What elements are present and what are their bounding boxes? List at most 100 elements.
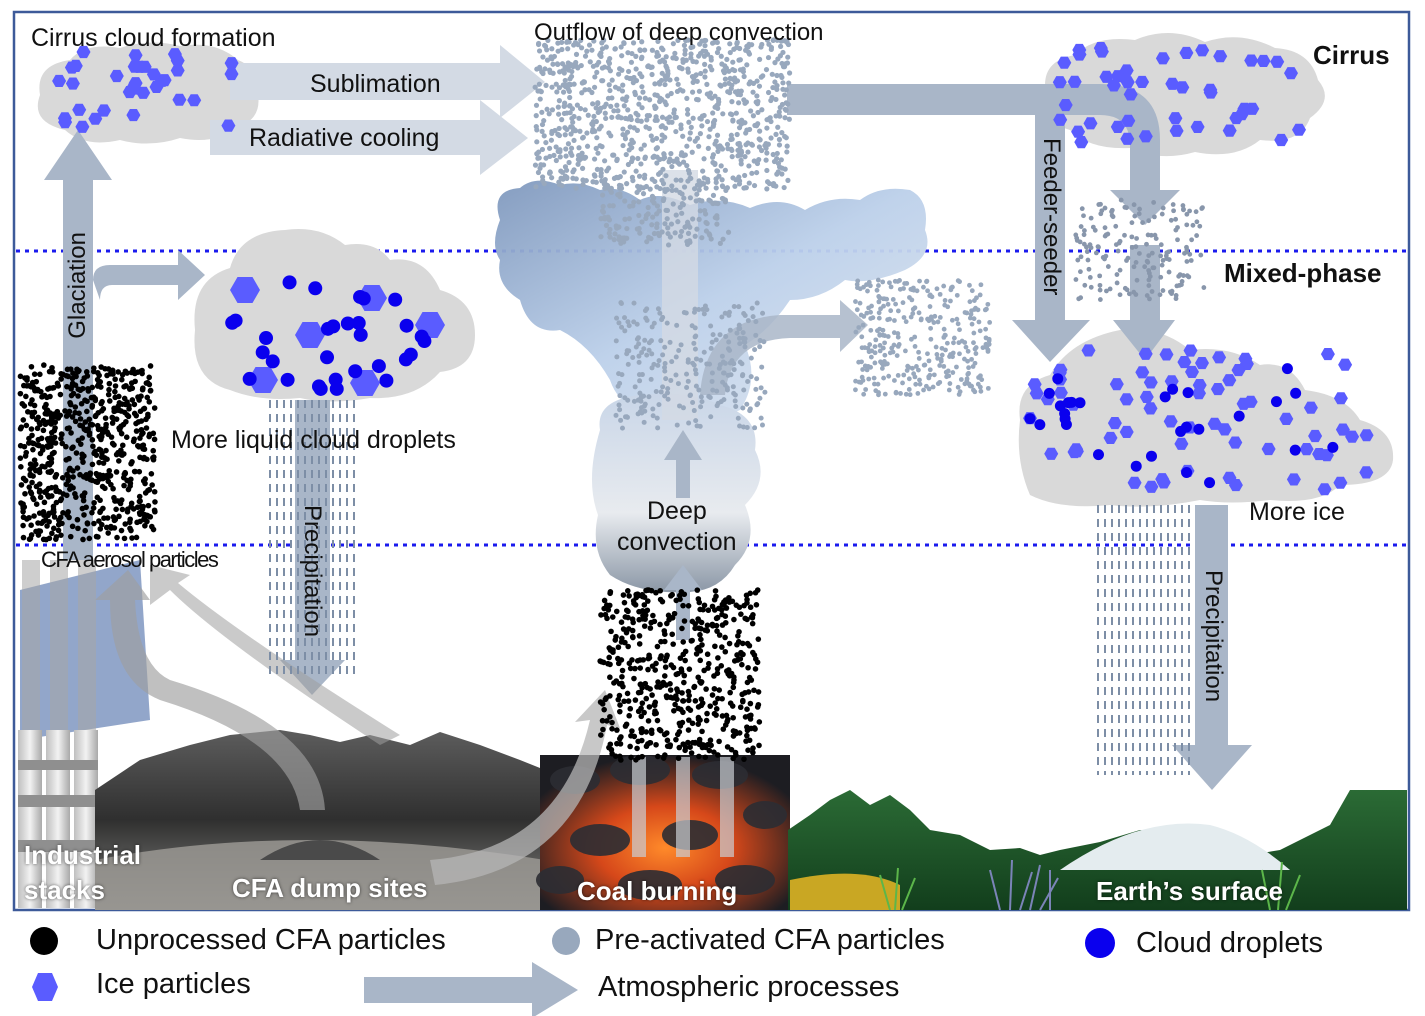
unprocessed-particle bbox=[712, 700, 719, 706]
preactivated-particle bbox=[965, 371, 971, 377]
ice-particle bbox=[88, 112, 103, 125]
cfa-aerosol-label: CFA aerosol particles bbox=[41, 547, 219, 572]
preactivated-particle bbox=[713, 337, 719, 343]
preactivated-particle bbox=[755, 98, 761, 105]
unprocessed-particle bbox=[40, 417, 47, 424]
unprocessed-particle bbox=[700, 606, 706, 613]
unprocessed-particle bbox=[23, 422, 30, 429]
preactivated-particle bbox=[728, 132, 734, 138]
unprocessed-particle bbox=[657, 655, 664, 662]
preactivated-particle bbox=[680, 405, 686, 411]
preactivated-particle bbox=[664, 216, 670, 222]
preactivated-particle bbox=[878, 359, 883, 365]
preactivated-particle bbox=[736, 125, 743, 131]
preactivated-particle bbox=[641, 346, 647, 352]
unprocessed-particle bbox=[739, 691, 745, 698]
cloud-droplet bbox=[1145, 450, 1157, 462]
unprocessed-particle bbox=[703, 627, 710, 633]
ice-particle bbox=[1243, 395, 1258, 408]
preactivated-particle bbox=[649, 222, 655, 228]
preactivated-particle bbox=[675, 37, 681, 43]
cloud-droplet bbox=[255, 345, 270, 360]
preactivated-particle bbox=[631, 398, 637, 404]
preactivated-particle bbox=[758, 74, 764, 80]
preactivated-particle bbox=[668, 221, 675, 227]
unprocessed-particle bbox=[84, 408, 90, 415]
preactivated-particle bbox=[1113, 242, 1119, 248]
unprocessed-particle bbox=[641, 602, 648, 608]
preactivated-particle bbox=[689, 323, 695, 329]
preactivated-particle bbox=[900, 380, 905, 386]
unprocessed-particle bbox=[151, 436, 158, 443]
preactivated-particle bbox=[1151, 265, 1157, 271]
preactivated-particle bbox=[1197, 223, 1203, 229]
preactivated-particle bbox=[971, 330, 977, 336]
ice-particle bbox=[1195, 44, 1210, 57]
unprocessed-particle bbox=[33, 501, 40, 507]
preactivated-particle bbox=[716, 45, 722, 52]
preactivated-particle bbox=[687, 130, 693, 136]
preactivated-particle bbox=[630, 80, 636, 86]
preactivated-particle bbox=[696, 216, 702, 222]
preactivated-particle bbox=[930, 384, 936, 390]
preactivated-particle bbox=[1078, 254, 1084, 260]
ice-particle bbox=[1119, 393, 1134, 406]
unprocessed-particle bbox=[640, 616, 646, 622]
unprocessed-particle bbox=[624, 690, 631, 697]
preactivated-particle bbox=[567, 110, 573, 116]
preactivated-particle bbox=[778, 43, 784, 49]
preactivated-particle bbox=[722, 360, 728, 366]
unprocessed-particle bbox=[37, 371, 43, 378]
unprocessed-particle bbox=[20, 417, 27, 423]
preactivated-particle bbox=[556, 111, 562, 117]
unprocessed-particle bbox=[83, 504, 89, 511]
preactivated-particle bbox=[758, 147, 765, 154]
unprocessed-particle bbox=[715, 655, 721, 661]
unprocessed-particle bbox=[654, 717, 661, 724]
ice-particle bbox=[1274, 133, 1289, 147]
preactivated-particle bbox=[572, 39, 579, 46]
unprocessed-particle bbox=[718, 663, 725, 669]
preactivated-particle bbox=[633, 66, 639, 72]
preactivated-particle bbox=[690, 360, 696, 366]
unprocessed-particle bbox=[29, 432, 35, 439]
preactivated-particle bbox=[727, 75, 733, 82]
preactivated-particle bbox=[1168, 217, 1174, 223]
preactivated-particle bbox=[669, 183, 675, 189]
preactivated-particle bbox=[1088, 284, 1094, 290]
unprocessed-particle bbox=[151, 507, 158, 514]
unprocessed-particle bbox=[38, 435, 45, 442]
preactivated-particle bbox=[658, 338, 664, 344]
unprocessed-particle bbox=[129, 385, 136, 392]
preactivated-particle bbox=[685, 111, 691, 117]
unprocessed-particle bbox=[694, 587, 701, 593]
ice-particle bbox=[1359, 429, 1374, 442]
preactivated-particle bbox=[570, 169, 576, 175]
preactivated-particle bbox=[892, 278, 898, 284]
preactivated-particle bbox=[549, 175, 555, 181]
preactivated-particle bbox=[630, 40, 637, 46]
preactivated-particle bbox=[867, 283, 873, 289]
preactivated-particle bbox=[934, 352, 940, 357]
preactivated-particle bbox=[547, 153, 553, 160]
preactivated-particle bbox=[736, 304, 742, 310]
cloud-droplet bbox=[348, 364, 363, 379]
unprocessed-particle bbox=[711, 685, 718, 692]
unprocessed-particle bbox=[685, 688, 692, 695]
ice-particle bbox=[1168, 112, 1183, 125]
preactivated-particle bbox=[645, 204, 651, 211]
unprocessed-particle bbox=[696, 736, 703, 743]
unprocessed-particle bbox=[633, 757, 639, 763]
unprocessed-particle bbox=[738, 649, 744, 656]
unprocessed-particle bbox=[40, 427, 47, 434]
preactivated-particle bbox=[895, 334, 901, 340]
unprocessed-particle bbox=[41, 499, 48, 506]
preactivated-particle bbox=[628, 75, 634, 82]
preactivated-particle bbox=[985, 347, 991, 353]
preactivated-particle bbox=[945, 368, 951, 374]
preactivated-particle bbox=[894, 353, 900, 359]
preactivated-particle bbox=[776, 136, 783, 143]
preactivated-particle bbox=[1147, 296, 1152, 302]
unprocessed-particle bbox=[609, 719, 615, 726]
preactivated-particle bbox=[976, 375, 981, 380]
